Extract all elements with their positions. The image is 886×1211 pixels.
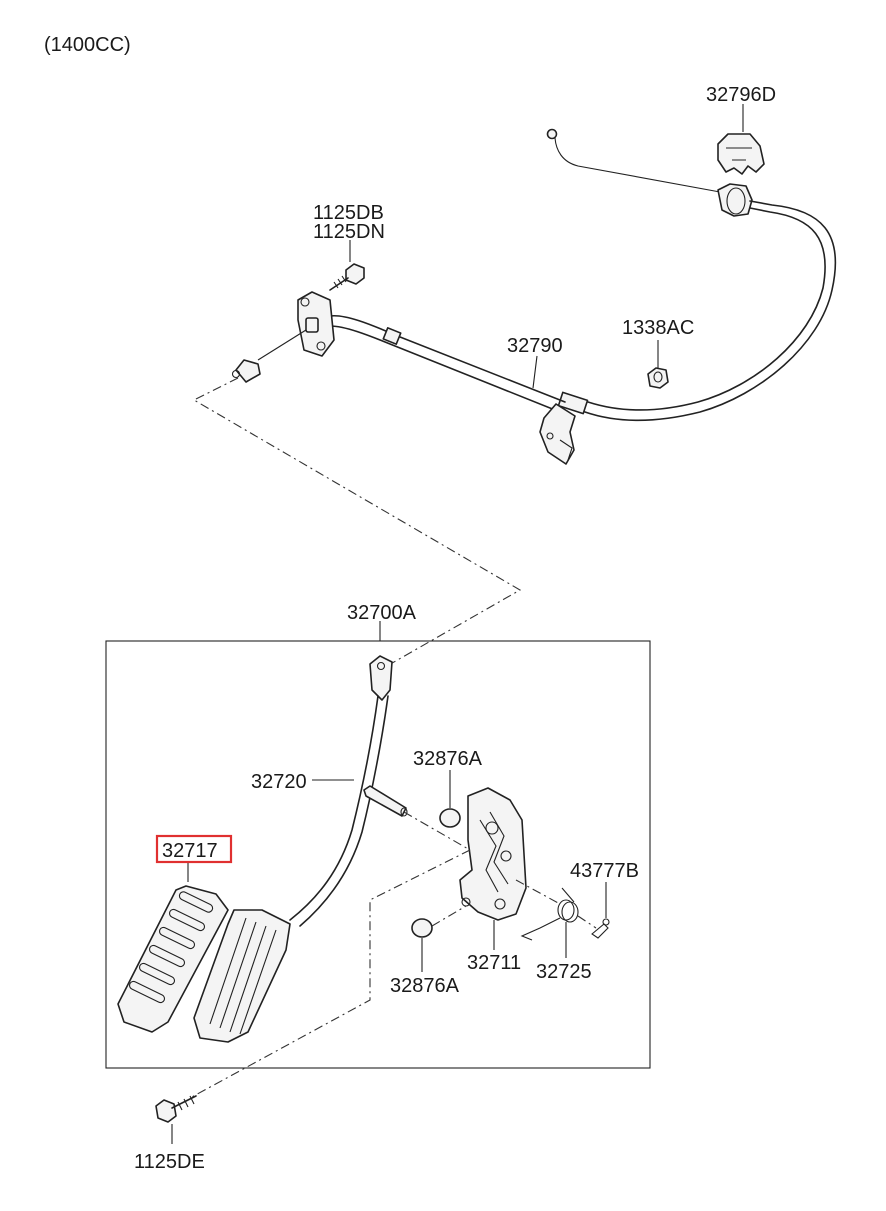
pedal-rubber-32717[interactable]	[117, 885, 229, 1033]
label-32725: 32725	[536, 961, 592, 983]
bushing-32876A-bottom[interactable]	[411, 918, 433, 938]
label-32700A: 32700A	[347, 602, 417, 624]
bushing-32876A-top[interactable]	[439, 808, 461, 828]
return-spring-32725[interactable]	[520, 887, 579, 941]
label-32876A-top: 32876A	[413, 748, 483, 770]
label-32790: 32790	[507, 335, 563, 357]
pedal-pad[interactable]	[193, 909, 291, 1043]
cable-clip-32796D[interactable]	[717, 133, 765, 175]
assembly-box-32700A	[105, 640, 651, 1069]
accelerator-cable-32790[interactable]	[231, 128, 837, 465]
label-32796D: 32796D	[706, 84, 776, 106]
label-32876A-bottom: 32876A	[390, 975, 460, 997]
label-43777B: 43777B	[570, 860, 639, 882]
bolt-1125DB[interactable]	[329, 263, 365, 291]
pedal-arm-32720[interactable]	[289, 655, 408, 927]
label-32717: 32717	[162, 840, 218, 862]
bolt-1125DE[interactable]	[155, 1095, 197, 1123]
variant-label: (1400CC)	[44, 34, 131, 56]
label-1125DE: 1125DE	[134, 1151, 205, 1173]
label-1125DB: 1125DB	[313, 202, 384, 224]
label-32720: 32720	[251, 771, 307, 793]
label-1125DN: 1125DN	[313, 221, 385, 243]
highlight-box-32717	[155, 834, 233, 864]
label-32711: 32711	[467, 952, 521, 974]
clip-43777B[interactable]	[591, 918, 610, 939]
nut-1338AC[interactable]	[647, 367, 669, 389]
label-1338AC: 1338AC	[622, 317, 694, 339]
pedal-bracket-32711[interactable]	[459, 787, 527, 921]
